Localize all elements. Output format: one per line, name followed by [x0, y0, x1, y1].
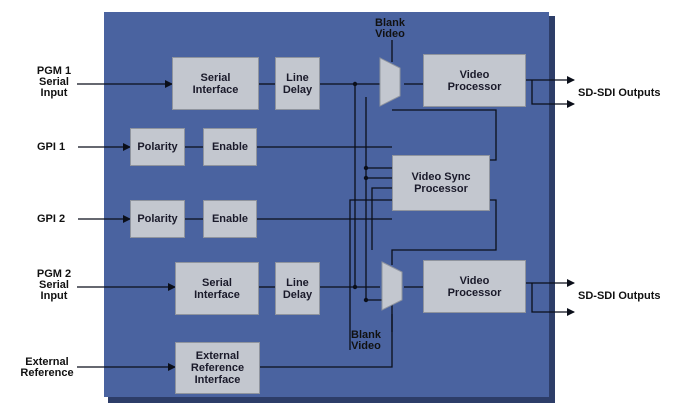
- mux-bottom: [381, 261, 403, 311]
- external-reference-label: External Reference: [20, 356, 74, 379]
- pgm1-input-label: PGM 1 Serial Input: [36, 65, 72, 99]
- blank-video-label-top: Blank Video: [375, 17, 405, 40]
- video-sync-processor-block: Video Sync Processor: [392, 155, 490, 211]
- serial-interface-1-block: Serial Interface: [172, 57, 259, 110]
- enable-2-block: Enable: [203, 200, 257, 238]
- pgm2-input-label: PGM 2 Serial Input: [36, 268, 72, 302]
- serial-interface-2-block: Serial Interface: [175, 262, 259, 315]
- mux-top: [379, 57, 401, 107]
- sd-sdi-outputs-top-label: SD-SDI Outputs: [578, 87, 661, 99]
- line-delay-1-block: Line Delay: [275, 57, 320, 110]
- video-processor-1-block: Video Processor: [423, 54, 526, 107]
- enable-1-block: Enable: [203, 128, 257, 166]
- gpi1-input-label: GPI 1: [36, 141, 66, 153]
- blank-video-label-bottom: Blank Video: [351, 329, 381, 352]
- panel-shadow-bottom: [108, 396, 555, 403]
- polarity-1-block: Polarity: [130, 128, 185, 166]
- video-processor-2-block: Video Processor: [423, 260, 526, 313]
- gpi2-input-label: GPI 2: [36, 213, 66, 225]
- sd-sdi-outputs-bottom-label: SD-SDI Outputs: [578, 290, 661, 302]
- line-delay-2-block: Line Delay: [275, 262, 320, 315]
- external-reference-interface-block: External Reference Interface: [175, 342, 260, 394]
- polarity-2-block: Polarity: [130, 200, 185, 238]
